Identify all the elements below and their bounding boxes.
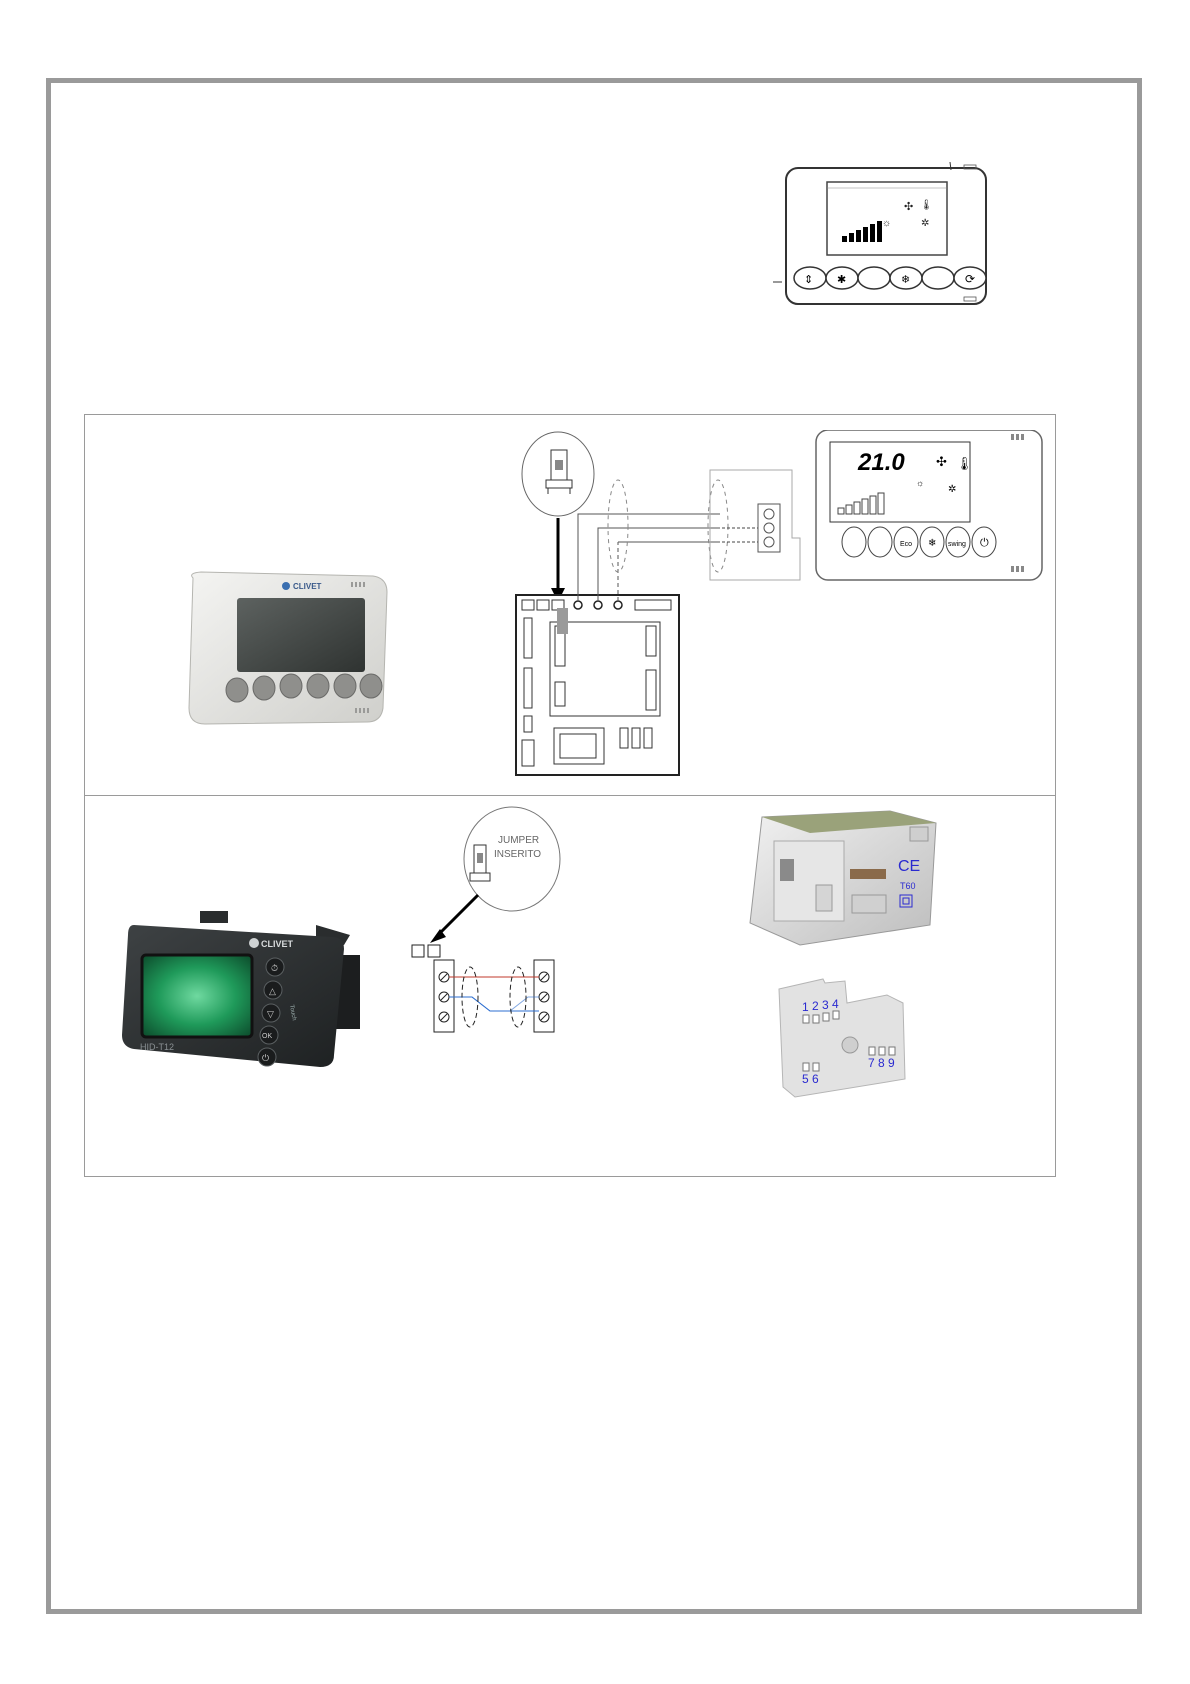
fan-bar (878, 493, 884, 514)
wall-panel-photo: CLIVET (183, 568, 393, 728)
svg-text:▽: ▽ (267, 1009, 274, 1019)
terminal-number: 1 (802, 1000, 809, 1014)
svg-text:✲: ✲ (948, 484, 956, 495)
fan-bar (870, 496, 876, 514)
fan-bar (846, 505, 852, 514)
terminal-number: 9 (888, 1056, 895, 1070)
svg-text:🌡: 🌡 (956, 456, 973, 471)
terminal-number: 4 (832, 997, 839, 1011)
svg-text:△: △ (269, 986, 276, 996)
brand-logo: CLIVET (293, 582, 322, 591)
thermostat-drawing-top: ✣ 🌡 ☼ ✲ ⇕ ✱ ❄ ⟳ (770, 160, 1000, 310)
ce-mark: CE (898, 858, 920, 875)
hid-model-label: HID-T12 (140, 1042, 174, 1052)
module-front-photo: CE T60 (740, 805, 950, 955)
svg-text:⏱: ⏱ (271, 963, 278, 973)
fan-bar (856, 230, 861, 242)
svg-text:🌡: 🌡 (920, 199, 933, 211)
hid-ok-label: OK (262, 1033, 272, 1040)
jumper-wiring-diagram: JUMPER INSERITO (410, 805, 590, 1035)
svg-text:✲: ✲ (921, 218, 929, 229)
fan-bar (863, 227, 868, 242)
terminal-number: 3 (822, 998, 829, 1012)
svg-text:⟳: ⟳ (965, 272, 975, 286)
eco-button-label: Eco (900, 541, 912, 548)
svg-text:⇕: ⇕ (804, 274, 813, 286)
board-wiring-diagram: 21.0 ✣ 🌡 ☼ ✲ Eco swing ❄ ⏻ (500, 430, 1060, 780)
terminal-number: 8 (878, 1056, 885, 1070)
terminal-number: 7 (868, 1056, 875, 1070)
svg-text:⏻: ⏻ (262, 1053, 269, 1063)
svg-text:❄: ❄ (901, 274, 910, 286)
svg-text:✣: ✣ (904, 201, 913, 213)
fan-bar (854, 502, 860, 514)
fan-bar (842, 236, 847, 242)
jumper-label-line2: INSERITO (494, 849, 541, 860)
svg-text:☼: ☼ (916, 478, 924, 488)
hid-panel-photo: CLIVET ⏱ △ ▽ OK ⏻ Touch HID-T12 (120, 895, 370, 1080)
figure-divider (84, 795, 1056, 796)
svg-text:❄: ❄ (928, 538, 936, 549)
terminal-number: 6 (812, 1072, 819, 1086)
fan-bar (862, 499, 868, 514)
jumper-label-line1: JUMPER (498, 835, 539, 846)
svg-text:☼: ☼ (882, 218, 891, 229)
svg-text:⏻: ⏻ (980, 537, 989, 549)
fan-bar (838, 508, 844, 514)
svg-text:✱: ✱ (837, 274, 846, 286)
terminal-number: 2 (812, 999, 819, 1013)
terminal-number: 5 (802, 1072, 809, 1086)
thermostat-temperature: 21.0 (857, 449, 905, 476)
t60-mark: T60 (900, 881, 916, 891)
hid-brand-logo: CLIVET (261, 939, 294, 949)
fan-bar (849, 233, 854, 242)
swing-button-label: swing (948, 541, 966, 548)
fan-bar (870, 224, 875, 242)
svg-text:✣: ✣ (936, 454, 947, 469)
